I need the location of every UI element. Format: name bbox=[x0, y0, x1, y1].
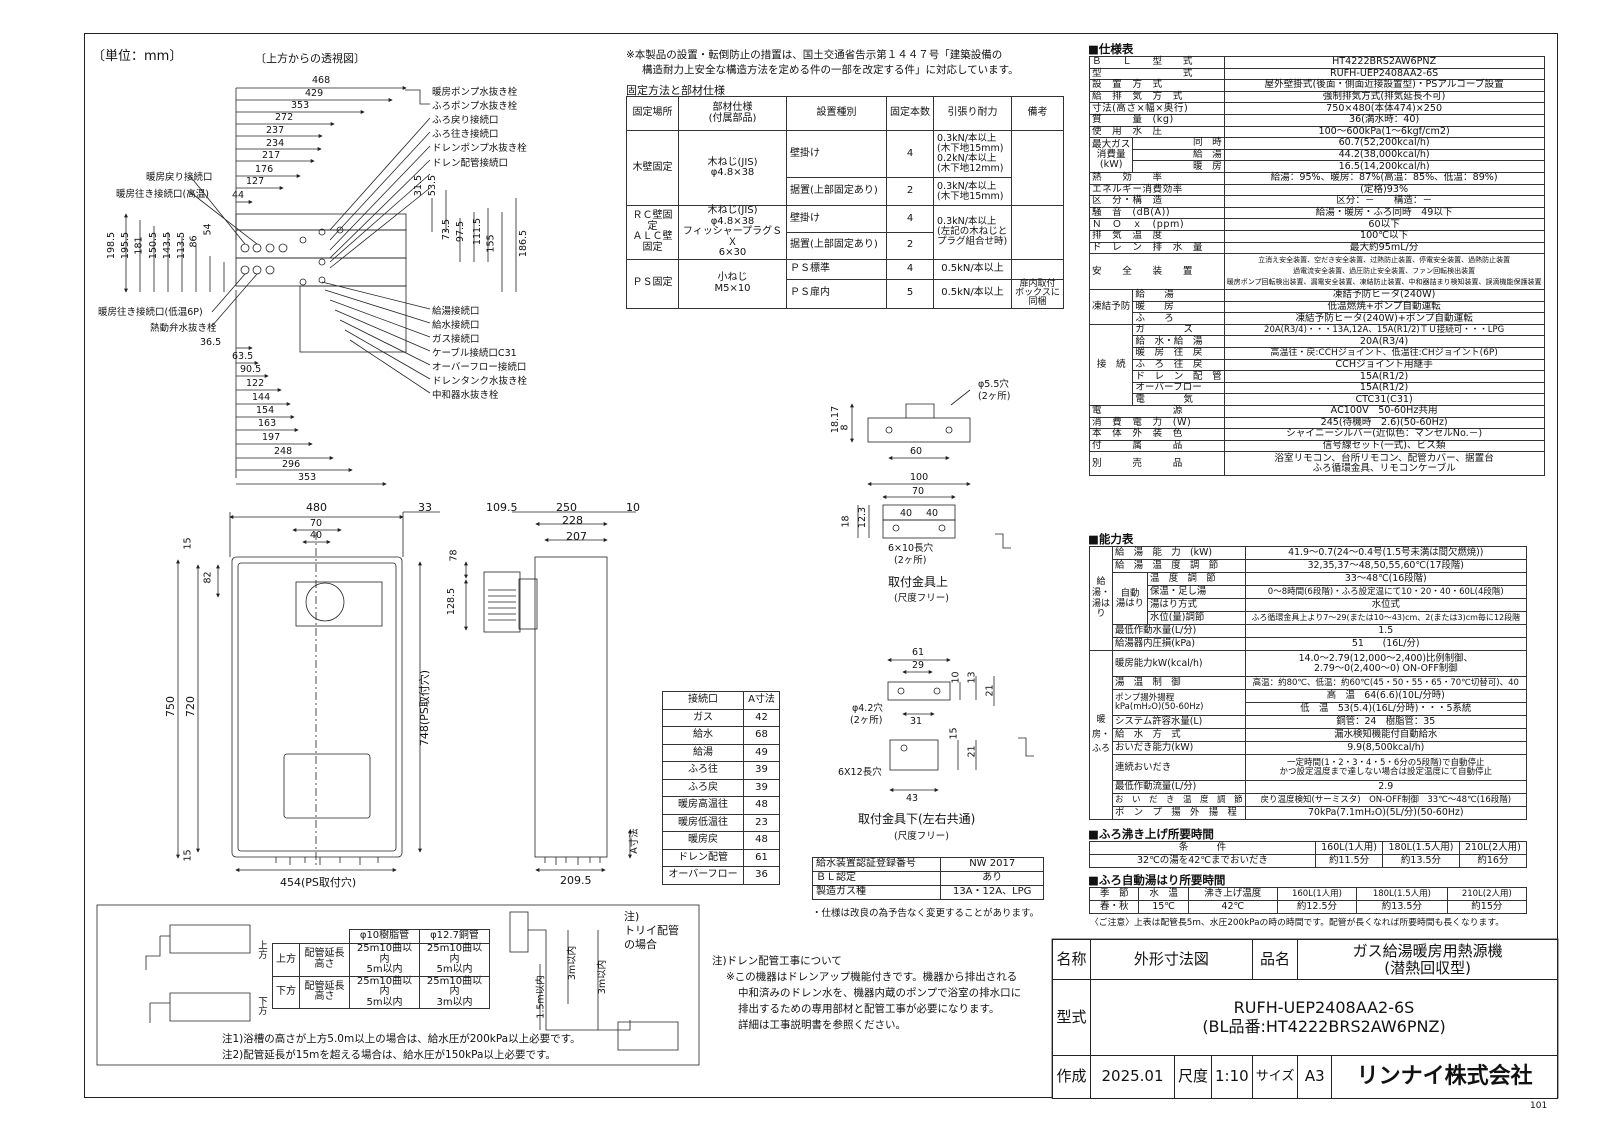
pipe-note-1: 注1)浴槽の高さが上方5.0m以上の場合は、給水圧が200kPa以上必要です。 bbox=[222, 1033, 581, 1045]
dim-3m-b: 3m以内 bbox=[597, 959, 609, 995]
registration-note: ・仕様は改良の為予告なく変更することがあります。 bbox=[812, 908, 1040, 919]
furo-auto-title: ■ふろ自動湯はり所要時間 bbox=[1088, 873, 1226, 887]
furo-auto-note: 〈ご注意〉上表は配管長5m、水圧200kPaの時の時間です。配管が長くなれば所要… bbox=[1090, 918, 1505, 928]
notice-line-1: ※本製品の設置・転倒防止の措置は、国土交通省告示第１４４７号「建築設備の bbox=[626, 49, 1003, 61]
dim-3m-a: 3m以内 bbox=[567, 945, 579, 981]
drawing-frame bbox=[84, 33, 1558, 1098]
unit-label: 〔単位：mm〕 bbox=[92, 49, 183, 64]
spec-title: ■仕様表 bbox=[1088, 42, 1134, 56]
side-label-up: 上方 bbox=[256, 940, 267, 959]
dim-1-5m: 1.5m以内 bbox=[535, 975, 547, 1019]
fixing-table: 固定場所部材仕様 (付属部品)設置種別固定本数引張り耐力備考 木壁固定木ねじ(J… bbox=[626, 96, 1064, 309]
page-number: 101 bbox=[1530, 1101, 1548, 1111]
capacity-title: ■能力表 bbox=[1088, 532, 1134, 546]
side-label-down: 下方 bbox=[256, 996, 267, 1015]
pipe-note-2: 注2)配管延長が15mを超える場合は、給水圧が150kPa以上必要です。 bbox=[222, 1049, 556, 1061]
drain-note: 注)ドレン配管工事について ※この機器はドレンアップ機能付きです。機器から排出さ… bbox=[712, 955, 1022, 1031]
furo-up-title: ■ふろ沸き上げ所要時間 bbox=[1088, 827, 1214, 841]
fixing-title: 固定方法と部材仕様 bbox=[626, 84, 725, 97]
capacity-table: 給湯・湯はり給 湯 能 力 (kW)41.9～0.7(24～0.4号(1.5号未… bbox=[1089, 546, 1528, 820]
trap-note: 注) トリイ配管 の場合 bbox=[624, 910, 679, 951]
top-view-label: 〔上方からの透視図〕 bbox=[255, 52, 365, 65]
notice-line-2: 構造耐力上安全な構造方法を定める件の一部を改定する件」に対応しています。 bbox=[642, 64, 1019, 76]
